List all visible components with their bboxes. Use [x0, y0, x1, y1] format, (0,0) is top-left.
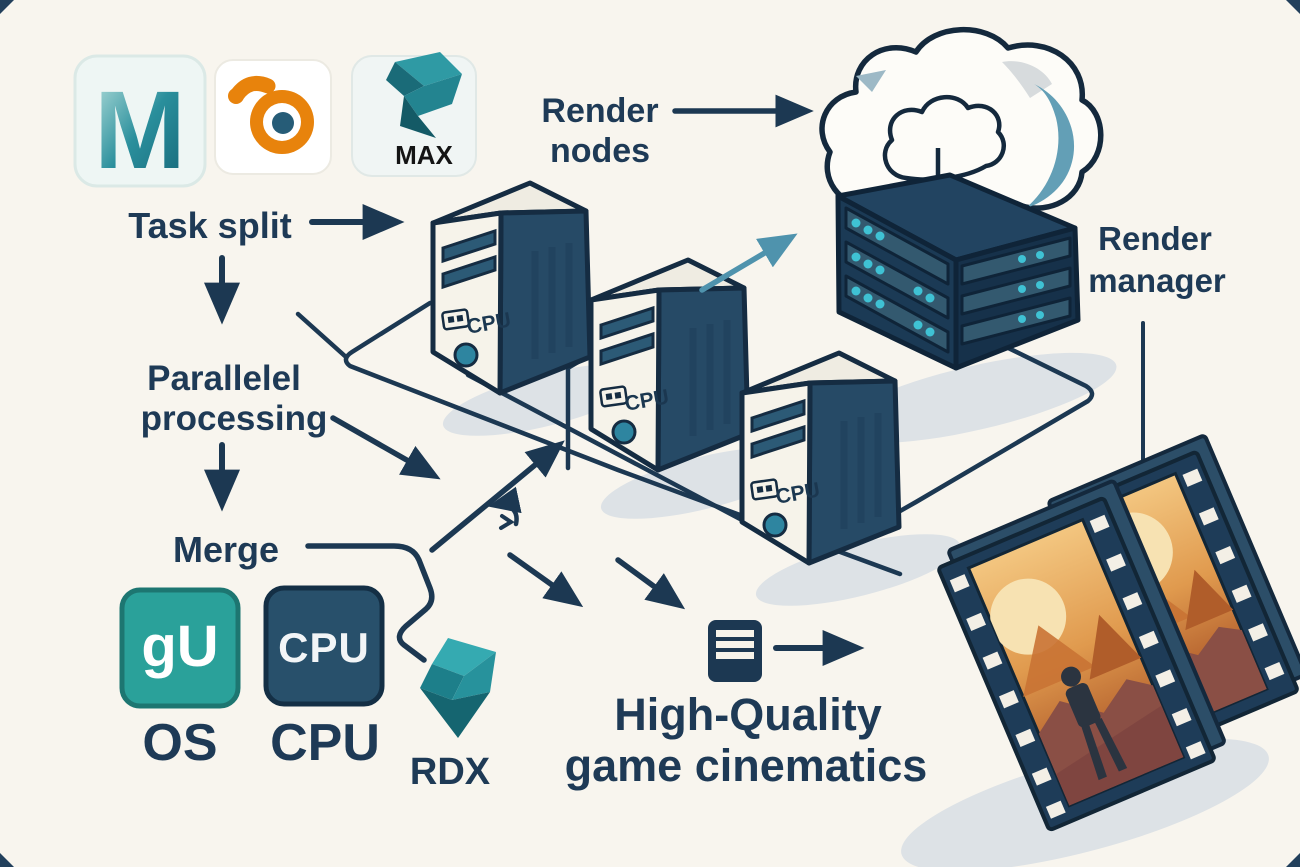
output-label-2: game cinematics — [565, 740, 928, 791]
os-label: OS — [142, 714, 217, 772]
film-strip-front — [937, 479, 1226, 832]
render-manager-label-2: manager — [1088, 262, 1226, 299]
maya-letter: M — [94, 69, 186, 192]
cpu-icon-label: CPU — [278, 624, 370, 671]
cpu-icon: CPU — [263, 585, 385, 707]
arrow-processing-diag — [330, 415, 441, 480]
rack-slats — [844, 206, 1072, 354]
arrow-to-node2 — [429, 440, 565, 553]
server-rack-icon — [835, 172, 1081, 371]
merge-label: Merge — [173, 529, 279, 570]
cloud-icon — [819, 26, 1104, 252]
arrow-node-to-rack — [699, 233, 798, 293]
cpu-label: CPU — [270, 714, 380, 772]
render-node-tower-3: CPU — [742, 353, 899, 563]
render-manager-label-1: Render — [1098, 220, 1212, 257]
rdx-label: RDX — [410, 751, 491, 793]
os-icon: gU — [119, 587, 241, 709]
render-nodes-label-2: nodes — [550, 132, 650, 170]
arrow-merge-diag-1 — [507, 552, 584, 608]
max-label: MAX — [395, 140, 453, 170]
silhouette-figure — [1061, 666, 1128, 781]
render-nodes-label-1: Render — [541, 92, 658, 130]
maya-icon: M — [73, 54, 207, 192]
render-node-tower-2: CPU — [591, 260, 748, 470]
merge-connector-line — [305, 543, 435, 663]
parallel-processing-label-1: Parallelel — [147, 359, 301, 398]
parallel-processing-label-2: processing — [141, 399, 328, 438]
blender-icon — [214, 59, 332, 175]
rack-led-dots — [851, 218, 1044, 337]
rdx-icon — [420, 638, 496, 738]
task-split-label: Task split — [128, 205, 291, 246]
max-icon: MAX — [351, 52, 477, 177]
cursor-icon — [487, 486, 522, 530]
output-label-1: High-Quality — [614, 689, 882, 740]
document-icon — [708, 620, 762, 682]
os-icon-glyph: gU — [141, 614, 218, 679]
render-node-tower-1: CPU — [433, 183, 590, 393]
arrow-merge-diag-2 — [615, 557, 686, 610]
